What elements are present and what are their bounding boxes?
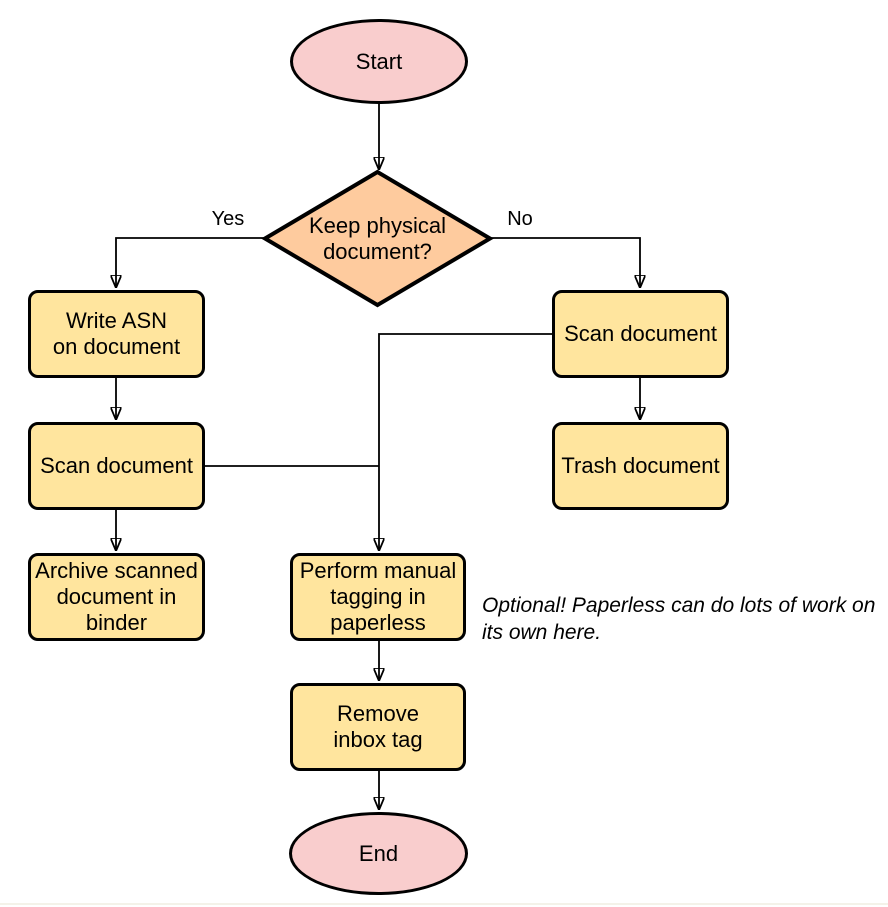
page-bottom-border: [0, 903, 888, 905]
node-trash-label: Trash document: [561, 453, 720, 479]
node-start-label: Start: [355, 48, 403, 74]
node-scan-document-left: Scan document: [28, 422, 205, 510]
node-scan-document-right: Scan document: [552, 290, 729, 378]
node-trash-document: Trash document: [552, 422, 729, 510]
annotation-optional-note: Optional! Paperless can do lots of work …: [482, 594, 876, 645]
node-end-label: End: [358, 840, 399, 866]
node-archive-in-binder: Archive scanned document in binder: [28, 553, 205, 641]
decision-diamond-shape: [261, 169, 494, 308]
edge-label-no: No: [507, 208, 533, 230]
node-manual-tagging: Perform manual tagging in paperless: [290, 553, 466, 641]
node-write-asn: Write ASN on document: [28, 290, 205, 378]
node-decision-label: Keep physical document?: [309, 212, 446, 264]
edge-scan-right-to-tagging: [379, 333, 552, 550]
node-decision-keep-physical: Keep physical document?: [261, 169, 494, 308]
node-scan-left-label: Scan document: [40, 453, 193, 479]
edge-decision-no-to-scan-right: [490, 237, 640, 287]
node-remove-inbox-tag: Remove inbox tag: [290, 683, 466, 771]
node-remove-label: Remove inbox tag: [333, 701, 423, 752]
node-archive-label: Archive scanned document in binder: [35, 558, 198, 635]
node-end: End: [289, 812, 468, 895]
edge-label-yes: Yes: [211, 208, 245, 230]
node-tagging-label: Perform manual tagging in paperless: [299, 558, 457, 635]
edge-decision-yes-to-write-asn: [116, 237, 265, 287]
node-write-asn-label: Write ASN on document: [52, 308, 181, 359]
node-scan-right-label: Scan document: [564, 321, 717, 347]
node-start: Start: [290, 19, 468, 104]
